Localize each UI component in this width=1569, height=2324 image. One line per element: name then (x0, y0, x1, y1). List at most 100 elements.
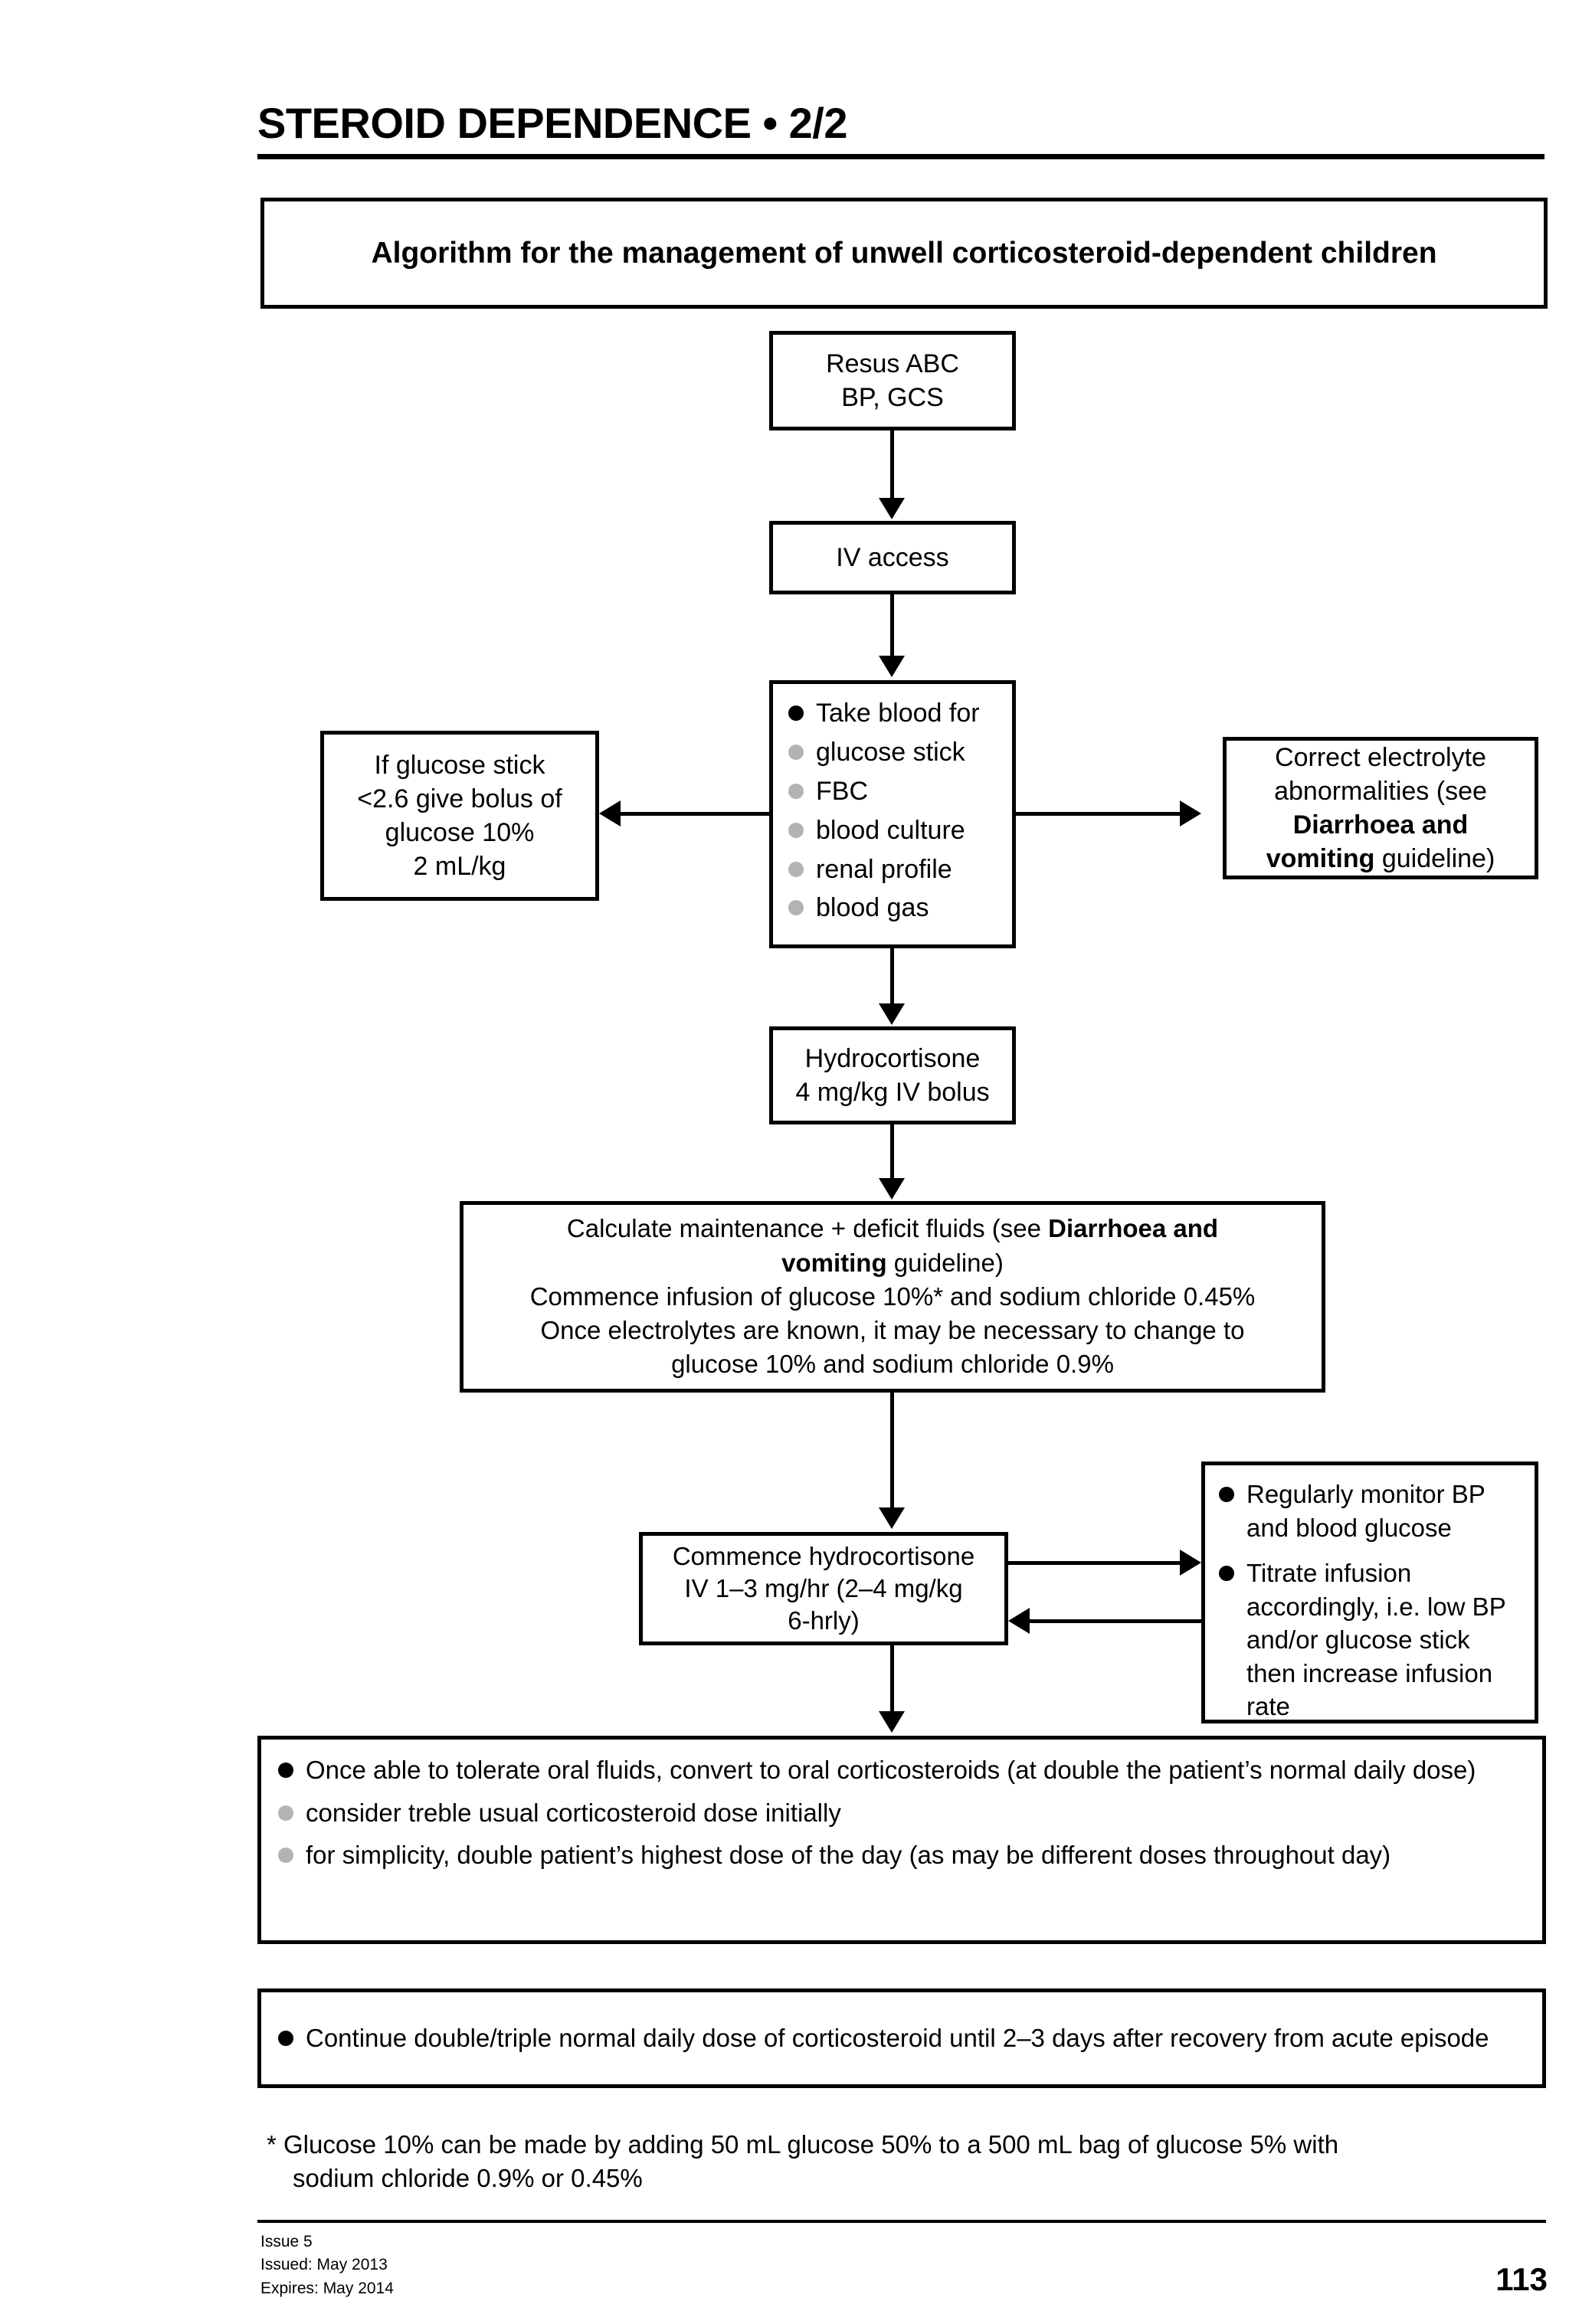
list-item: Continue double/triple normal daily dose… (278, 2021, 1527, 2055)
arrowhead-fluids-to-commence (879, 1507, 905, 1529)
connector-commence-to-oral (890, 1645, 894, 1713)
footnote: * Glucose 10% can be made by adding 50 m… (267, 2128, 1546, 2195)
connector-fluids-to-commence (890, 1393, 894, 1509)
bullet-black-icon (1219, 1566, 1234, 1582)
algorithm-title-text: Algorithm for the management of unwell c… (371, 236, 1437, 270)
iv-access-text: IV access (836, 542, 949, 572)
connector-resus-to-ivaccess (890, 430, 894, 499)
fluids-line-2-rest: guideline) (886, 1248, 1004, 1277)
take-blood-item-0: Take blood for (816, 699, 980, 728)
flow-box-correct-electrolytes: Correct electrolyte abnormalities (see D… (1223, 737, 1538, 879)
flow-box-hydrocortisone-bolus: Hydrocortisone 4 mg/kg IV bolus (769, 1026, 1016, 1124)
monitor-item-1: Titrate infusion accordingly, i.e. low B… (1246, 1559, 1506, 1721)
glucose-line-3: glucose 10% (385, 818, 535, 847)
electrolytes-line-4-bold: vomiting (1266, 844, 1375, 874)
flow-box-monitoring: Regularly monitor BP and blood glucose T… (1201, 1462, 1538, 1723)
arrowhead-commence-to-oral (879, 1711, 905, 1733)
fluids-line-4: Once electrolytes are known, it may be n… (540, 1316, 1245, 1345)
connector-monitor-to-commence (1030, 1619, 1201, 1623)
take-blood-item-5: blood gas (816, 893, 929, 923)
footer-expires-date: Expires: May 2014 (260, 2279, 394, 2297)
arrowhead-ivaccess-to-takeblood (879, 656, 905, 677)
bullet-black-icon (1219, 1487, 1234, 1502)
algorithm-title-box: Algorithm for the management of unwell c… (260, 198, 1548, 309)
list-item: Regularly monitor BP and blood glucose (1219, 1478, 1524, 1544)
bullet-gray-icon (788, 900, 804, 916)
page-title: STEROID DEPENDENCE • 2/2 (257, 99, 848, 147)
electrolytes-line-2: abnormalities (see (1274, 776, 1487, 806)
take-blood-item-3: blood culture (816, 815, 965, 845)
monitor-item-0: Regularly monitor BP and blood glucose (1246, 1480, 1485, 1542)
electrolytes-line-1: Correct electrolyte (1275, 742, 1486, 772)
footer-metadata: Issue 5 Issued: May 2013 Expires: May 20… (260, 2231, 394, 2300)
flow-box-resus: Resus ABC BP, GCS (769, 331, 1016, 430)
bullet-gray-icon (788, 744, 804, 760)
flow-box-glucose-bolus: If glucose stick <2.6 give bolus of gluc… (320, 731, 599, 901)
hydro-line-2: 4 mg/kg IV bolus (795, 1078, 990, 1107)
list-item: blood gas (788, 891, 1012, 925)
bullet-gray-icon (788, 822, 804, 838)
hydro-line-1: Hydrocortisone (804, 1043, 981, 1073)
connector-hydro-to-fluids (890, 1124, 894, 1180)
fluids-line-3: Commence infusion of glucose 10%* and so… (529, 1281, 1256, 1311)
connector-takeblood-to-hydro (890, 948, 894, 1005)
arrowhead-takeblood-to-hydro (879, 1003, 905, 1025)
oral-item-0: Once able to tolerate oral fluids, conve… (306, 1756, 1476, 1784)
flow-box-continue-dose: Continue double/triple normal daily dose… (257, 1988, 1546, 2088)
bullet-black-icon (788, 705, 804, 721)
connector-takeblood-to-glucose (621, 812, 771, 816)
list-item: for simplicity, double patient’s highest… (278, 1838, 1527, 1872)
glucose-line-2: <2.6 give bolus of (357, 784, 562, 813)
list-item: blood culture (788, 813, 1012, 848)
bullet-black-icon (278, 1763, 293, 1778)
fluids-line-2-bold: vomiting (781, 1248, 887, 1277)
electrolytes-line-4-rest: guideline) (1374, 844, 1495, 874)
footnote-line-2: sodium chloride 0.9% or 0.45% (293, 2164, 643, 2193)
take-blood-item-1: glucose stick (816, 737, 965, 767)
resus-line-1: Resus ABC (826, 349, 959, 378)
arrowhead-monitor-to-commence (1008, 1608, 1030, 1634)
glucose-line-1: If glucose stick (374, 750, 545, 780)
footnote-marker: * (267, 2130, 277, 2159)
glucose-line-4: 2 mL/kg (413, 852, 506, 882)
list-item: Titrate infusion accordingly, i.e. low B… (1219, 1556, 1524, 1723)
flow-box-take-blood: Take blood for glucose stick FBC blood c… (769, 680, 1016, 948)
take-blood-item-2: FBC (816, 776, 868, 806)
footnote-line-1: Glucose 10% can be made by adding 50 mL … (276, 2130, 1339, 2159)
flow-box-iv-access: IV access (769, 521, 1016, 594)
bullet-gray-icon (788, 783, 804, 799)
continue-item-0: Continue double/triple normal daily dose… (306, 2024, 1489, 2053)
list-item: Once able to tolerate oral fluids, conve… (278, 1753, 1527, 1787)
list-item: FBC (788, 774, 1012, 809)
footer-divider (257, 2220, 1546, 2223)
bullet-gray-icon (278, 1805, 293, 1821)
bullet-black-icon (278, 2031, 293, 2047)
arrowhead-commence-to-monitor (1180, 1550, 1201, 1576)
list-item: consider treble usual corticosteroid dos… (278, 1796, 1527, 1830)
fluids-line-1-bold: Diarrhoea and (1048, 1214, 1219, 1243)
oral-item-1: consider treble usual corticosteroid dos… (306, 1798, 841, 1827)
resus-line-2: BP, GCS (841, 383, 944, 412)
bullet-gray-icon (278, 1848, 293, 1864)
connector-ivaccess-to-takeblood (890, 594, 894, 657)
header-divider (257, 153, 1544, 159)
list-item: renal profile (788, 853, 1012, 887)
commence-line-3: 6-hrly) (788, 1606, 860, 1635)
bullet-gray-icon (788, 861, 804, 877)
footer-issue: Issue 5 (260, 2233, 313, 2250)
page-header: STEROID DEPENDENCE • 2/2 (257, 99, 1544, 159)
arrowhead-hydro-to-fluids (879, 1178, 905, 1200)
commence-line-2: IV 1–3 mg/hr (2–4 mg/kg (684, 1573, 963, 1602)
arrowhead-resus-to-ivaccess (879, 498, 905, 519)
commence-line-1: Commence hydrocortisone (672, 1541, 975, 1570)
fluids-line-5: glucose 10% and sodium chloride 0.9% (671, 1350, 1114, 1379)
connector-commence-to-monitor (1008, 1561, 1180, 1565)
flow-box-commence-hydrocortisone: Commence hydrocortisone IV 1–3 mg/hr (2–… (639, 1532, 1008, 1645)
arrowhead-takeblood-to-electrolytes (1180, 800, 1201, 826)
flow-box-calculate-fluids: Calculate maintenance + deficit fluids (… (460, 1201, 1325, 1393)
fluids-line-1a: Calculate maintenance + deficit fluids (… (566, 1214, 1049, 1243)
oral-item-2: for simplicity, double patient’s highest… (306, 1841, 1391, 1870)
arrowhead-takeblood-to-glucose (599, 800, 621, 826)
connector-takeblood-to-electrolytes (1016, 812, 1180, 816)
